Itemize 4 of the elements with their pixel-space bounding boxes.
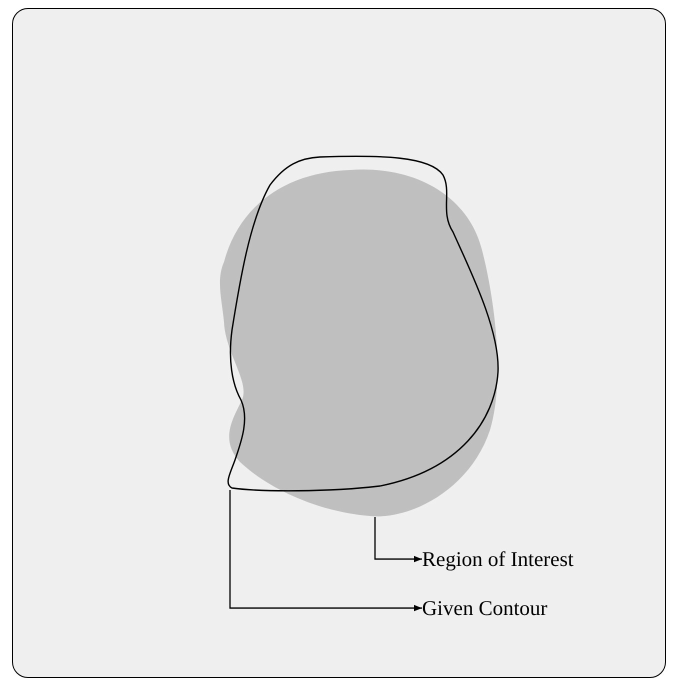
leader-line (229, 490, 422, 612)
callout-label: Region of Interest (422, 547, 574, 572)
leader-line (374, 517, 422, 562)
callout-label: Given Contour (422, 596, 548, 620)
